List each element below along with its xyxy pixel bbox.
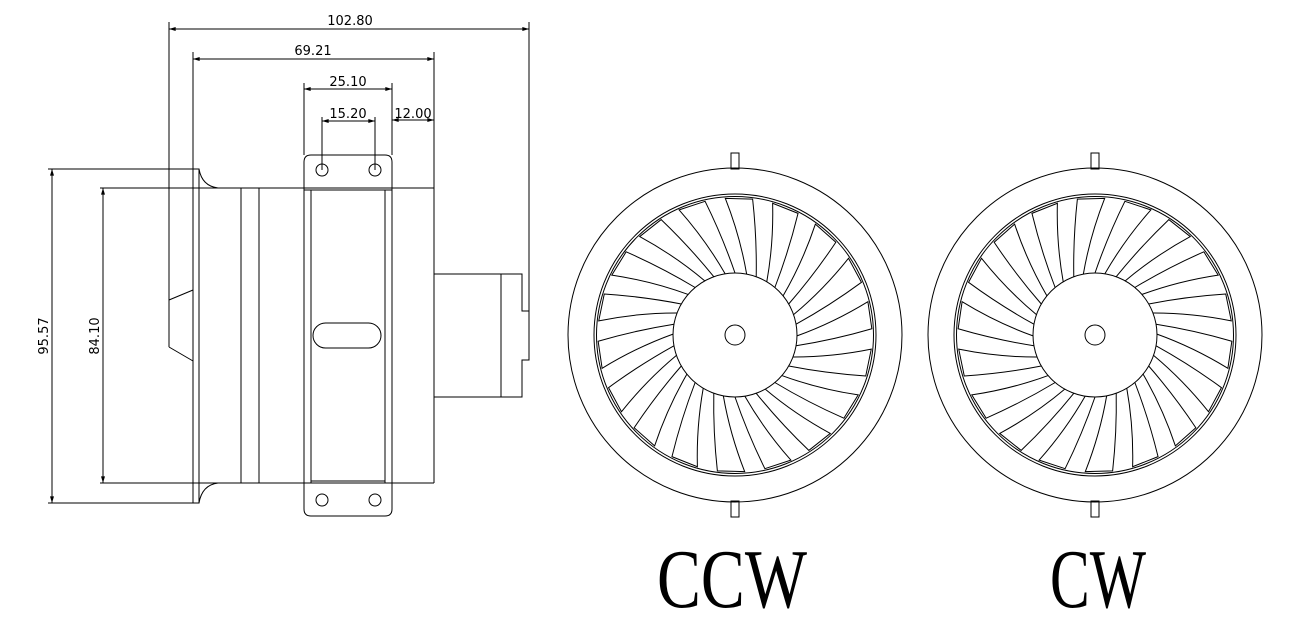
dimension-overall-length: 102.80 — [168, 14, 530, 360]
rotation-label-ccw: CCW — [657, 533, 808, 626]
dimension-mount-to-rear: 12.00 — [391, 107, 435, 122]
inner-duct-ring — [596, 196, 874, 474]
hub — [1032, 272, 1158, 398]
mounting-hole — [315, 493, 329, 507]
inner-duct-ring — [593, 193, 877, 477]
dimension-label: 95.57 — [37, 317, 52, 354]
fan-blade — [967, 257, 1037, 325]
hub — [672, 272, 798, 398]
slot — [312, 322, 382, 349]
fan-housing-side — [168, 168, 435, 504]
fan-blade — [638, 218, 715, 282]
dimension-hole-spacing: 15.20 — [321, 107, 376, 170]
fan-blade — [607, 345, 677, 413]
front-view-cw — [927, 152, 1263, 518]
mount-tab — [730, 152, 740, 170]
fan-blade — [598, 293, 682, 322]
fan-blade — [788, 348, 872, 377]
fan-blade — [1115, 218, 1192, 282]
fan-blade — [734, 395, 792, 470]
inner-duct-ring — [953, 193, 1237, 477]
fan-blade — [1134, 251, 1220, 295]
outer-duct-ring — [927, 167, 1263, 503]
mounting-hole — [368, 163, 382, 177]
fan-blade — [755, 388, 832, 452]
fan-blade — [766, 202, 799, 288]
dimension-label: 69.21 — [294, 44, 331, 59]
fan-blade — [597, 323, 675, 370]
mount-tab — [1090, 500, 1100, 518]
fan-blade — [633, 365, 688, 447]
mount-tab — [730, 500, 740, 518]
mounting-hole — [315, 163, 329, 177]
fan-blade — [957, 300, 1035, 347]
fan-blade — [958, 348, 1042, 377]
fan-blade — [1073, 197, 1106, 277]
front-view-ccw — [567, 152, 903, 518]
fan-blade — [795, 300, 873, 347]
dimension-label: 25.10 — [329, 75, 366, 90]
dimension-label: 102.80 — [327, 14, 373, 29]
fan-blade — [713, 393, 746, 473]
mounting-hole — [368, 493, 382, 507]
fan-blade — [993, 223, 1048, 305]
fan-blade — [1031, 202, 1064, 288]
mount-tab — [1090, 152, 1100, 170]
fan-blade — [610, 251, 696, 295]
fan-blade — [774, 375, 860, 419]
rotation-label-cw: CW — [1050, 533, 1147, 626]
dimension-label: 84.10 — [88, 317, 103, 354]
fan-blade — [724, 197, 757, 277]
outer-duct-ring — [567, 167, 903, 503]
fan-blade — [1126, 382, 1159, 468]
dimension-outer-diameter: 95.57 — [37, 168, 193, 504]
fan-blade — [1148, 293, 1232, 322]
dimension-label: 15.20 — [329, 107, 366, 122]
mounting-bracket — [303, 154, 393, 517]
shaft-hole — [1084, 324, 1106, 346]
fan-blade — [1142, 365, 1197, 447]
dimension-label: 12.00 — [394, 107, 431, 122]
dimension-mount-width: 25.10 — [303, 75, 393, 155]
inner-duct-ring — [956, 196, 1234, 474]
fan-blade — [793, 257, 863, 325]
fan-blade — [678, 200, 736, 275]
fan-blade — [1084, 393, 1117, 473]
fan-blade — [1038, 395, 1096, 470]
motor-side — [434, 273, 530, 398]
fan-blade — [1153, 345, 1223, 413]
fan-blade — [782, 223, 837, 305]
fan-blade — [998, 388, 1075, 452]
dimension-inner-diameter: 84.10 — [88, 187, 199, 484]
fan-blade — [970, 375, 1056, 419]
fan-blade — [1155, 323, 1233, 370]
side-view: 102.80 69.21 25.10 15.20 12.00 — [37, 14, 530, 517]
shaft-hole — [724, 324, 746, 346]
fan-blade — [671, 382, 704, 468]
fan-blade — [1094, 200, 1152, 275]
